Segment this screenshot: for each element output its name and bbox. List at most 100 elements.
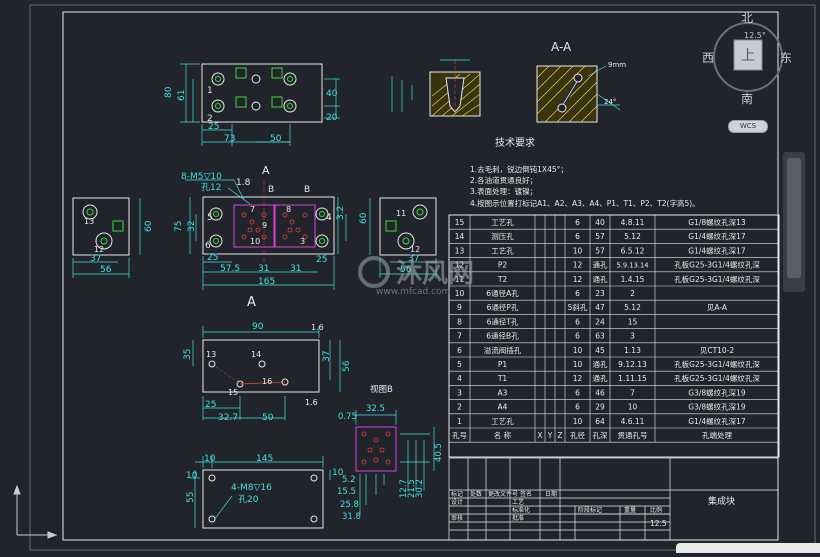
- dim-21-5: 21.5: [407, 479, 417, 498]
- port-10: 10: [250, 237, 260, 246]
- hole: [251, 101, 261, 111]
- table-cell: 6: [575, 388, 580, 397]
- table-cell: 1.13: [624, 346, 641, 355]
- front-view: [185, 179, 347, 290]
- plate-view: [190, 456, 331, 529]
- side-scrollbar[interactable]: [783, 152, 805, 292]
- table-cell: G1/4螺纹孔深17: [688, 245, 746, 255]
- table-cell: 1.11.15: [618, 374, 647, 383]
- table-grid: [448, 214, 780, 443]
- hole: [573, 73, 583, 83]
- tech-title: 技术要求: [495, 136, 535, 149]
- tb-mark: 标记: [451, 490, 463, 498]
- table-cell: 2: [457, 403, 462, 412]
- plate-body: [202, 469, 324, 529]
- dim-50: 50: [262, 413, 274, 423]
- compass-west[interactable]: 西: [702, 51, 714, 65]
- wcs-menu[interactable]: WCS: [728, 120, 768, 133]
- tb-review: 审核: [451, 514, 463, 522]
- dim-31b: 31: [290, 264, 301, 274]
- table-cell: 5: [457, 360, 462, 369]
- dim-0-75: 0.75: [338, 412, 357, 422]
- dim-31: 31: [258, 264, 269, 274]
- table-cell: 4: [457, 374, 462, 383]
- compass-north[interactable]: 北: [741, 11, 753, 25]
- roughness-bottom: 1.6: [311, 323, 324, 332]
- dim-145: 145: [256, 454, 273, 464]
- dim-10-right: 10: [332, 468, 344, 478]
- port-12: 12: [94, 245, 104, 254]
- table-cell: 47: [595, 303, 605, 312]
- table-cell: 7: [630, 388, 635, 397]
- title-block-labels: 标记 处数 更改文件号 签名 日期 设计 工艺 标准化 审核 批准 阶段标记 重…: [451, 490, 735, 528]
- dim-56: 56: [342, 360, 352, 372]
- view-cube-face[interactable]: [733, 39, 763, 71]
- scrollbar-thumb[interactable]: [787, 158, 801, 278]
- section-detail-small: [391, 59, 481, 117]
- dim-25: 25: [208, 122, 219, 132]
- port-16: 16: [262, 377, 272, 386]
- table-cell: 5.9.13.14: [617, 262, 649, 270]
- table-cell: 见A-A: [707, 303, 728, 312]
- dim-32-7: 32.7: [218, 413, 238, 423]
- section-depth: 9mm: [608, 61, 626, 69]
- table-cell: A3: [498, 388, 508, 397]
- port-7: 7: [250, 205, 255, 214]
- side-view-right-labels: 60 37 56 11 12: [359, 209, 420, 275]
- tb-date: 日期: [545, 490, 557, 498]
- dim-30-2: 30.2: [415, 479, 425, 498]
- table-header: 名 称: [494, 430, 512, 440]
- detail-b: [355, 410, 435, 515]
- dim-60-right: 60: [359, 212, 369, 224]
- tb-stage: 阶段标记: [578, 506, 602, 514]
- dim-55: 55: [186, 492, 196, 503]
- dim-57-5: 57.5: [220, 264, 240, 274]
- bottom-body: [202, 339, 320, 393]
- table-cell: 6: [575, 232, 580, 241]
- dim-50: 50: [270, 134, 282, 144]
- mark-b-1: B: [268, 185, 274, 195]
- table-cell: 工艺孔: [491, 417, 514, 426]
- table-cell: 4.8.11: [621, 218, 645, 227]
- dim-20: 20: [326, 113, 338, 123]
- table-cell: 2: [630, 289, 635, 298]
- table-cell: 测压孔: [491, 232, 514, 241]
- table-cell: 12: [573, 275, 583, 284]
- compass-east[interactable]: 东: [780, 51, 792, 65]
- dim-40-5: 40.5: [434, 443, 444, 462]
- table-header: 孔深: [593, 431, 608, 440]
- table-header: Y: [547, 431, 553, 440]
- table-cell: 7: [457, 332, 462, 341]
- table-cell: 45: [595, 346, 605, 355]
- table-cell: 10: [573, 346, 583, 355]
- side-body-right: [379, 197, 437, 256]
- hole: [283, 72, 297, 86]
- roughness-1: 1.8: [236, 178, 251, 188]
- front-view-labels: 8-M5▽10 孔12 1.8 A B B 75 32 3.2 25 57.5 …: [174, 164, 346, 310]
- tech-line-4: 4.按图示位置打标记A1、A2、A3、A4、P1、T1、P2、T2(字高5)。: [470, 198, 700, 208]
- section-body: [536, 65, 598, 123]
- compass-south[interactable]: 南: [741, 91, 753, 106]
- front-body: [202, 196, 335, 255]
- title-frame: [448, 457, 779, 541]
- port-8: 8: [286, 205, 291, 214]
- dim-75: 75: [174, 221, 184, 232]
- table-cell: 孔板G25-3G1/4螺纹孔深: [674, 260, 760, 270]
- ucs-icon: [13, 484, 58, 539]
- table-cell: 3: [630, 332, 635, 341]
- table-cell: 40: [595, 218, 605, 227]
- port-15: 15: [228, 388, 238, 397]
- section-a-a: A-A 9mm 24°: [536, 40, 626, 123]
- table-cell: 24: [595, 317, 605, 326]
- port-13: 13: [84, 217, 94, 226]
- port-12-right: 12: [410, 245, 420, 254]
- dim-61: 61: [177, 90, 187, 101]
- title-block: [448, 457, 779, 541]
- view-cube-top: 上: [741, 48, 755, 64]
- side-body: [72, 197, 130, 256]
- dim-37-right: 37: [408, 254, 419, 264]
- table-cell: 5.12: [624, 303, 641, 312]
